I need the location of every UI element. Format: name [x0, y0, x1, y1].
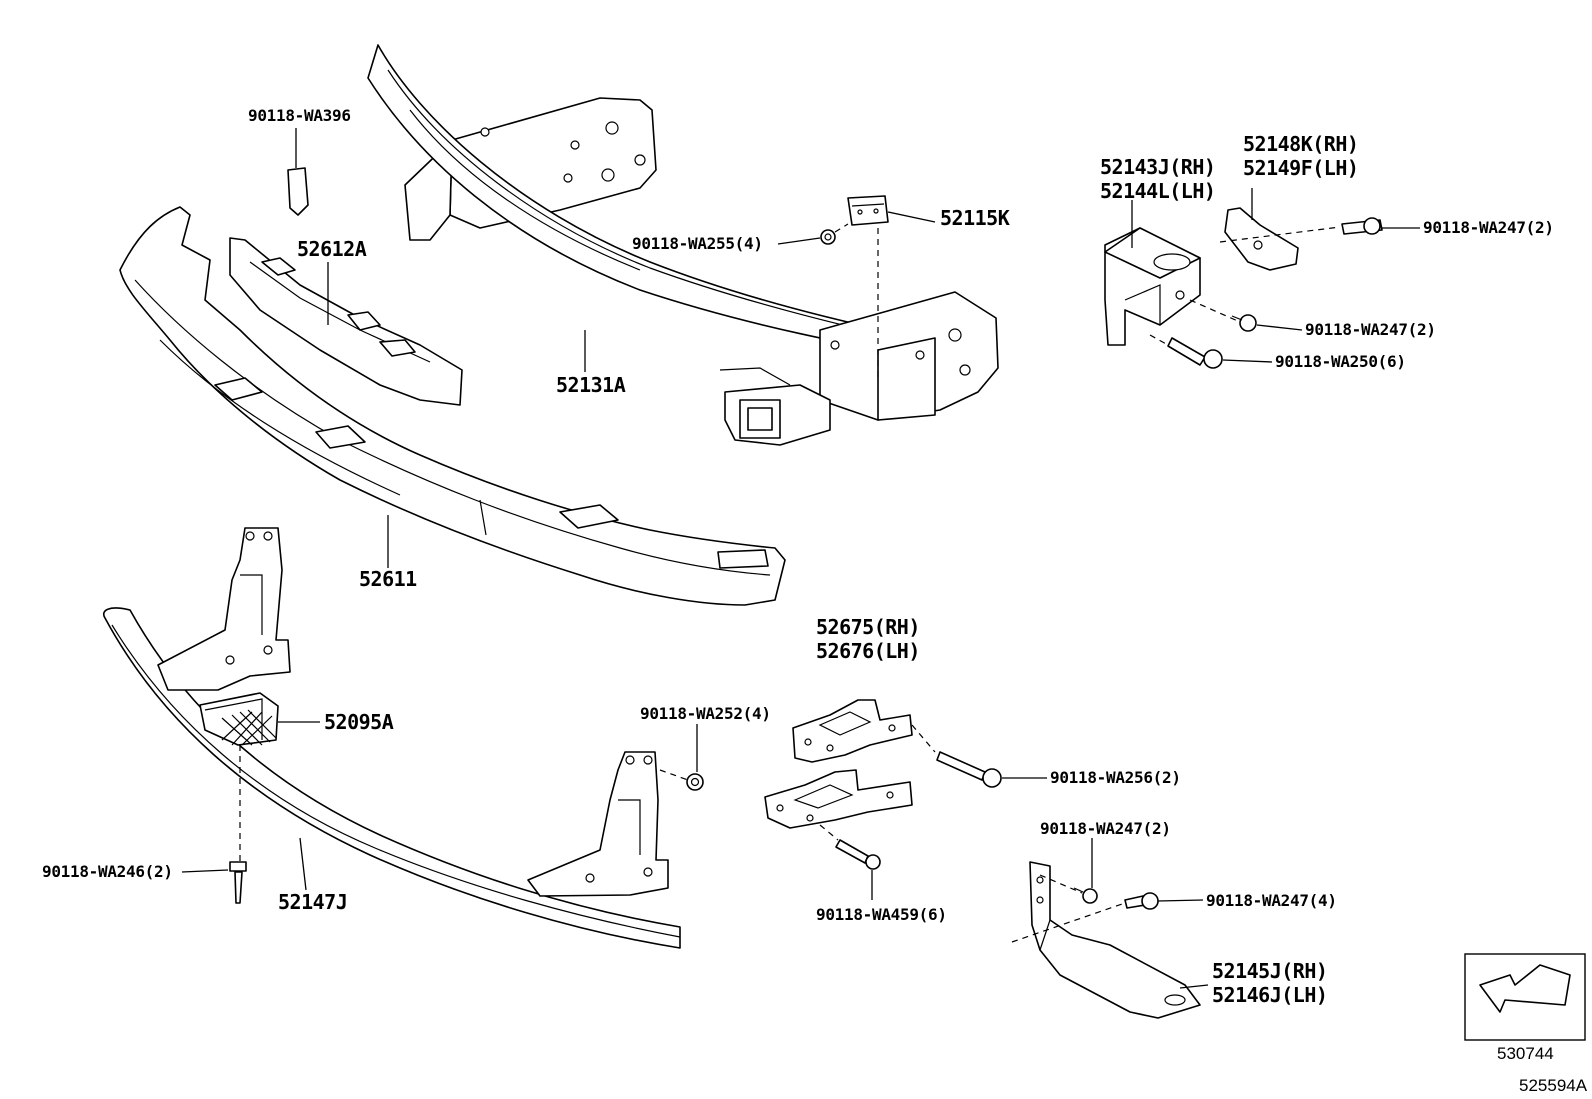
- bolt-90118-wa459: [835, 839, 881, 870]
- part-90118-wa396-clip: [287, 167, 309, 216]
- figure-code: 525594A: [1519, 1076, 1588, 1095]
- label-90118-wa247-lower: 90118-WA247(2): [1040, 819, 1171, 838]
- part-52675-bracket: [792, 699, 913, 763]
- label-52149f: 52149F(LH): [1243, 156, 1359, 180]
- front-arrow-icon: [1479, 964, 1571, 1013]
- assembly-lines: [239, 223, 1341, 943]
- label-90118-wa252: 90118-WA252(4): [640, 704, 771, 723]
- front-indicator: [1464, 953, 1586, 1041]
- bolt-90118-wa247-d: [1124, 892, 1159, 910]
- part-52095a-pad: [199, 692, 279, 746]
- label-52611: 52611: [359, 567, 417, 591]
- label-52675: 52675(RH): [816, 615, 920, 639]
- label-52131a: 52131A: [556, 373, 626, 397]
- bolt-90118-wa252: [686, 773, 704, 791]
- label-90118-wa246: 90118-WA246(2): [42, 862, 173, 881]
- bolt-90118-wa247-c: [1073, 887, 1098, 904]
- label-90118-wa396: 90118-WA396: [248, 106, 351, 125]
- leader-lines: [181, 128, 1420, 989]
- part-52611-absorber: [119, 206, 786, 606]
- part-52612a: [229, 237, 463, 406]
- part-52676-bracket: [764, 769, 913, 829]
- label-52612a: 52612A: [297, 237, 367, 261]
- label-90118-wa255: 90118-WA255(4): [632, 234, 763, 253]
- label-52145j: 52145J(RH): [1212, 959, 1328, 983]
- label-90118-wa247-middle: 90118-WA247(2): [1305, 320, 1436, 339]
- label-52115k: 52115K: [940, 206, 1010, 230]
- label-52676: 52676(LH): [816, 639, 920, 663]
- part-52115k-bracket: [847, 195, 889, 226]
- part-52147j-member: [103, 527, 681, 949]
- label-90118-wa250: 90118-WA250(6): [1275, 352, 1406, 371]
- label-52095a: 52095A: [324, 710, 394, 734]
- label-90118-wa256: 90118-WA256(2): [1050, 768, 1181, 787]
- part-52143j-bracket: [1104, 227, 1201, 346]
- label-90118-wa459: 90118-WA459(6): [816, 905, 947, 924]
- label-52147j: 52147J: [278, 890, 348, 914]
- label-52148k: 52148K(RH): [1243, 132, 1359, 156]
- bolt-90118-wa256: [936, 751, 1002, 788]
- label-90118-wa247-upper: 90118-WA247(2): [1423, 218, 1554, 237]
- part-52145j-bracket: [1029, 861, 1201, 1019]
- bolt-90118-wa247-a: [1341, 217, 1383, 235]
- bolt-90118-wa246: [229, 861, 247, 904]
- front-indicator-code: 530744: [1497, 1044, 1554, 1063]
- bolt-90118-wa255: [820, 229, 836, 245]
- label-90118-wa247-bracket: 90118-WA247(4): [1206, 891, 1337, 910]
- label-52143j: 52143J(RH): [1100, 155, 1216, 179]
- label-52144l: 52144L(LH): [1100, 179, 1216, 203]
- bolt-90118-wa250: [1167, 337, 1223, 369]
- part-52148k-plate: [1224, 207, 1299, 271]
- bolt-90118-wa247-b: [1231, 314, 1257, 332]
- label-52146j: 52146J(LH): [1212, 983, 1328, 1007]
- part-52131a-reinforcement: [367, 44, 999, 446]
